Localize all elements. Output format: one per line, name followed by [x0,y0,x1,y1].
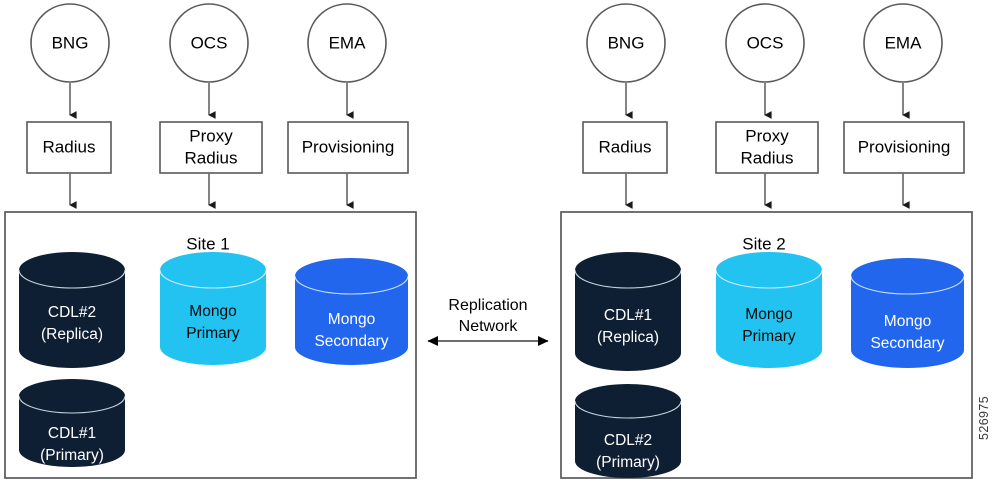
source-circle-ema-site2[interactable]: EMA [863,3,943,83]
function-box-proxy-radius-site2[interactable]: Proxy Radius [715,121,819,174]
datastore-label-line1: Mongo [189,303,236,320]
function-box-label: Provisioning [302,137,395,156]
datastore-label-line1: CDL#2 [48,304,96,321]
site-title: Site 1 [186,234,229,253]
datastore-cylinder-mongo-primary-site2[interactable]: Mongo Primary [715,252,823,368]
site-group-site1: BNG OCS EMA Radius Proxy Radius [4,3,417,479]
function-box-label-line1: Proxy [745,126,789,145]
function-box-label: Radius [43,137,96,156]
function-box-provisioning-site2[interactable]: Provisioning [843,121,965,174]
function-box-proxy-radius-site1[interactable]: Proxy Radius [159,121,263,174]
datastore-label-line2: (Primary) [40,447,104,464]
datastore-label-line2: Secondary [314,333,388,350]
datastore-label-line2: (Primary) [596,454,660,471]
source-circle-label: BNG [608,33,645,52]
datastore-label-line1: CDL#2 [604,432,652,449]
function-box-radius-site1[interactable]: Radius [26,121,112,174]
function-box-label-line2: Radius [185,148,238,167]
datastore-label-line2: (Replica) [41,326,103,343]
datastore-label-line1: Mongo [328,311,375,328]
datastore-label-line1: CDL#1 [48,425,96,442]
datastore-cylinder-cdl-primary-site1[interactable]: CDL#1 (Primary) [18,379,126,467]
source-circle-bng-site1[interactable]: BNG [30,3,110,83]
datastore-label-line2: Primary [186,325,240,342]
datastore-cylinder-mongo-primary-site1[interactable]: Mongo Primary [159,252,267,365]
source-circle-label: BNG [52,33,89,52]
datastore-label-line2: (Replica) [597,329,659,346]
figure-id-number: 526975 [977,396,991,440]
source-circle-ocs-site1[interactable]: OCS [169,3,249,83]
function-box-label: Provisioning [858,137,951,156]
replication-label-line1: Replication [448,297,527,314]
site-container-site1 [4,211,417,479]
site-group-site2: BNG OCS EMA Radius Proxy Radius [560,3,973,479]
source-circle-ema-site1[interactable]: EMA [307,3,387,83]
replication-link: Replication Network [427,297,549,346]
datastore-cylinder-cdl-replica-site2[interactable]: CDL#1 (Replica) [574,252,682,371]
datastore-label-line2: Primary [742,328,796,345]
datastore-cylinder-cdl-replica-site1[interactable]: CDL#2 (Replica) [18,252,126,368]
datastore-label-line1: CDL#1 [604,307,652,324]
function-box-provisioning-site1[interactable]: Provisioning [287,121,409,174]
datastore-label-line1: Mongo [884,313,931,330]
source-circle-label: EMA [885,33,923,52]
datastore-label-line1: Mongo [745,306,792,323]
datastore-cylinder-cdl-primary-site2[interactable]: CDL#2 (Primary) [574,384,682,478]
source-circle-label: EMA [329,33,367,52]
source-circle-ocs-site2[interactable]: OCS [725,3,805,83]
datastore-label-line2: Secondary [870,335,944,352]
replication-label-line2: Network [459,318,519,335]
source-circle-label: OCS [747,33,784,52]
function-box-label-line1: Proxy [189,126,233,145]
function-box-label-line2: Radius [741,148,794,167]
site-title: Site 2 [742,234,785,253]
source-circle-bng-site2[interactable]: BNG [586,3,666,83]
datastore-cylinder-mongo-secondary-site2[interactable]: Mongo Secondary [850,258,965,368]
site-container-site2 [560,211,973,479]
source-circle-label: OCS [191,33,228,52]
datastore-cylinder-mongo-secondary-site1[interactable]: Mongo Secondary [294,258,409,365]
function-box-label: Radius [599,137,652,156]
function-box-radius-site2[interactable]: Radius [582,121,668,174]
